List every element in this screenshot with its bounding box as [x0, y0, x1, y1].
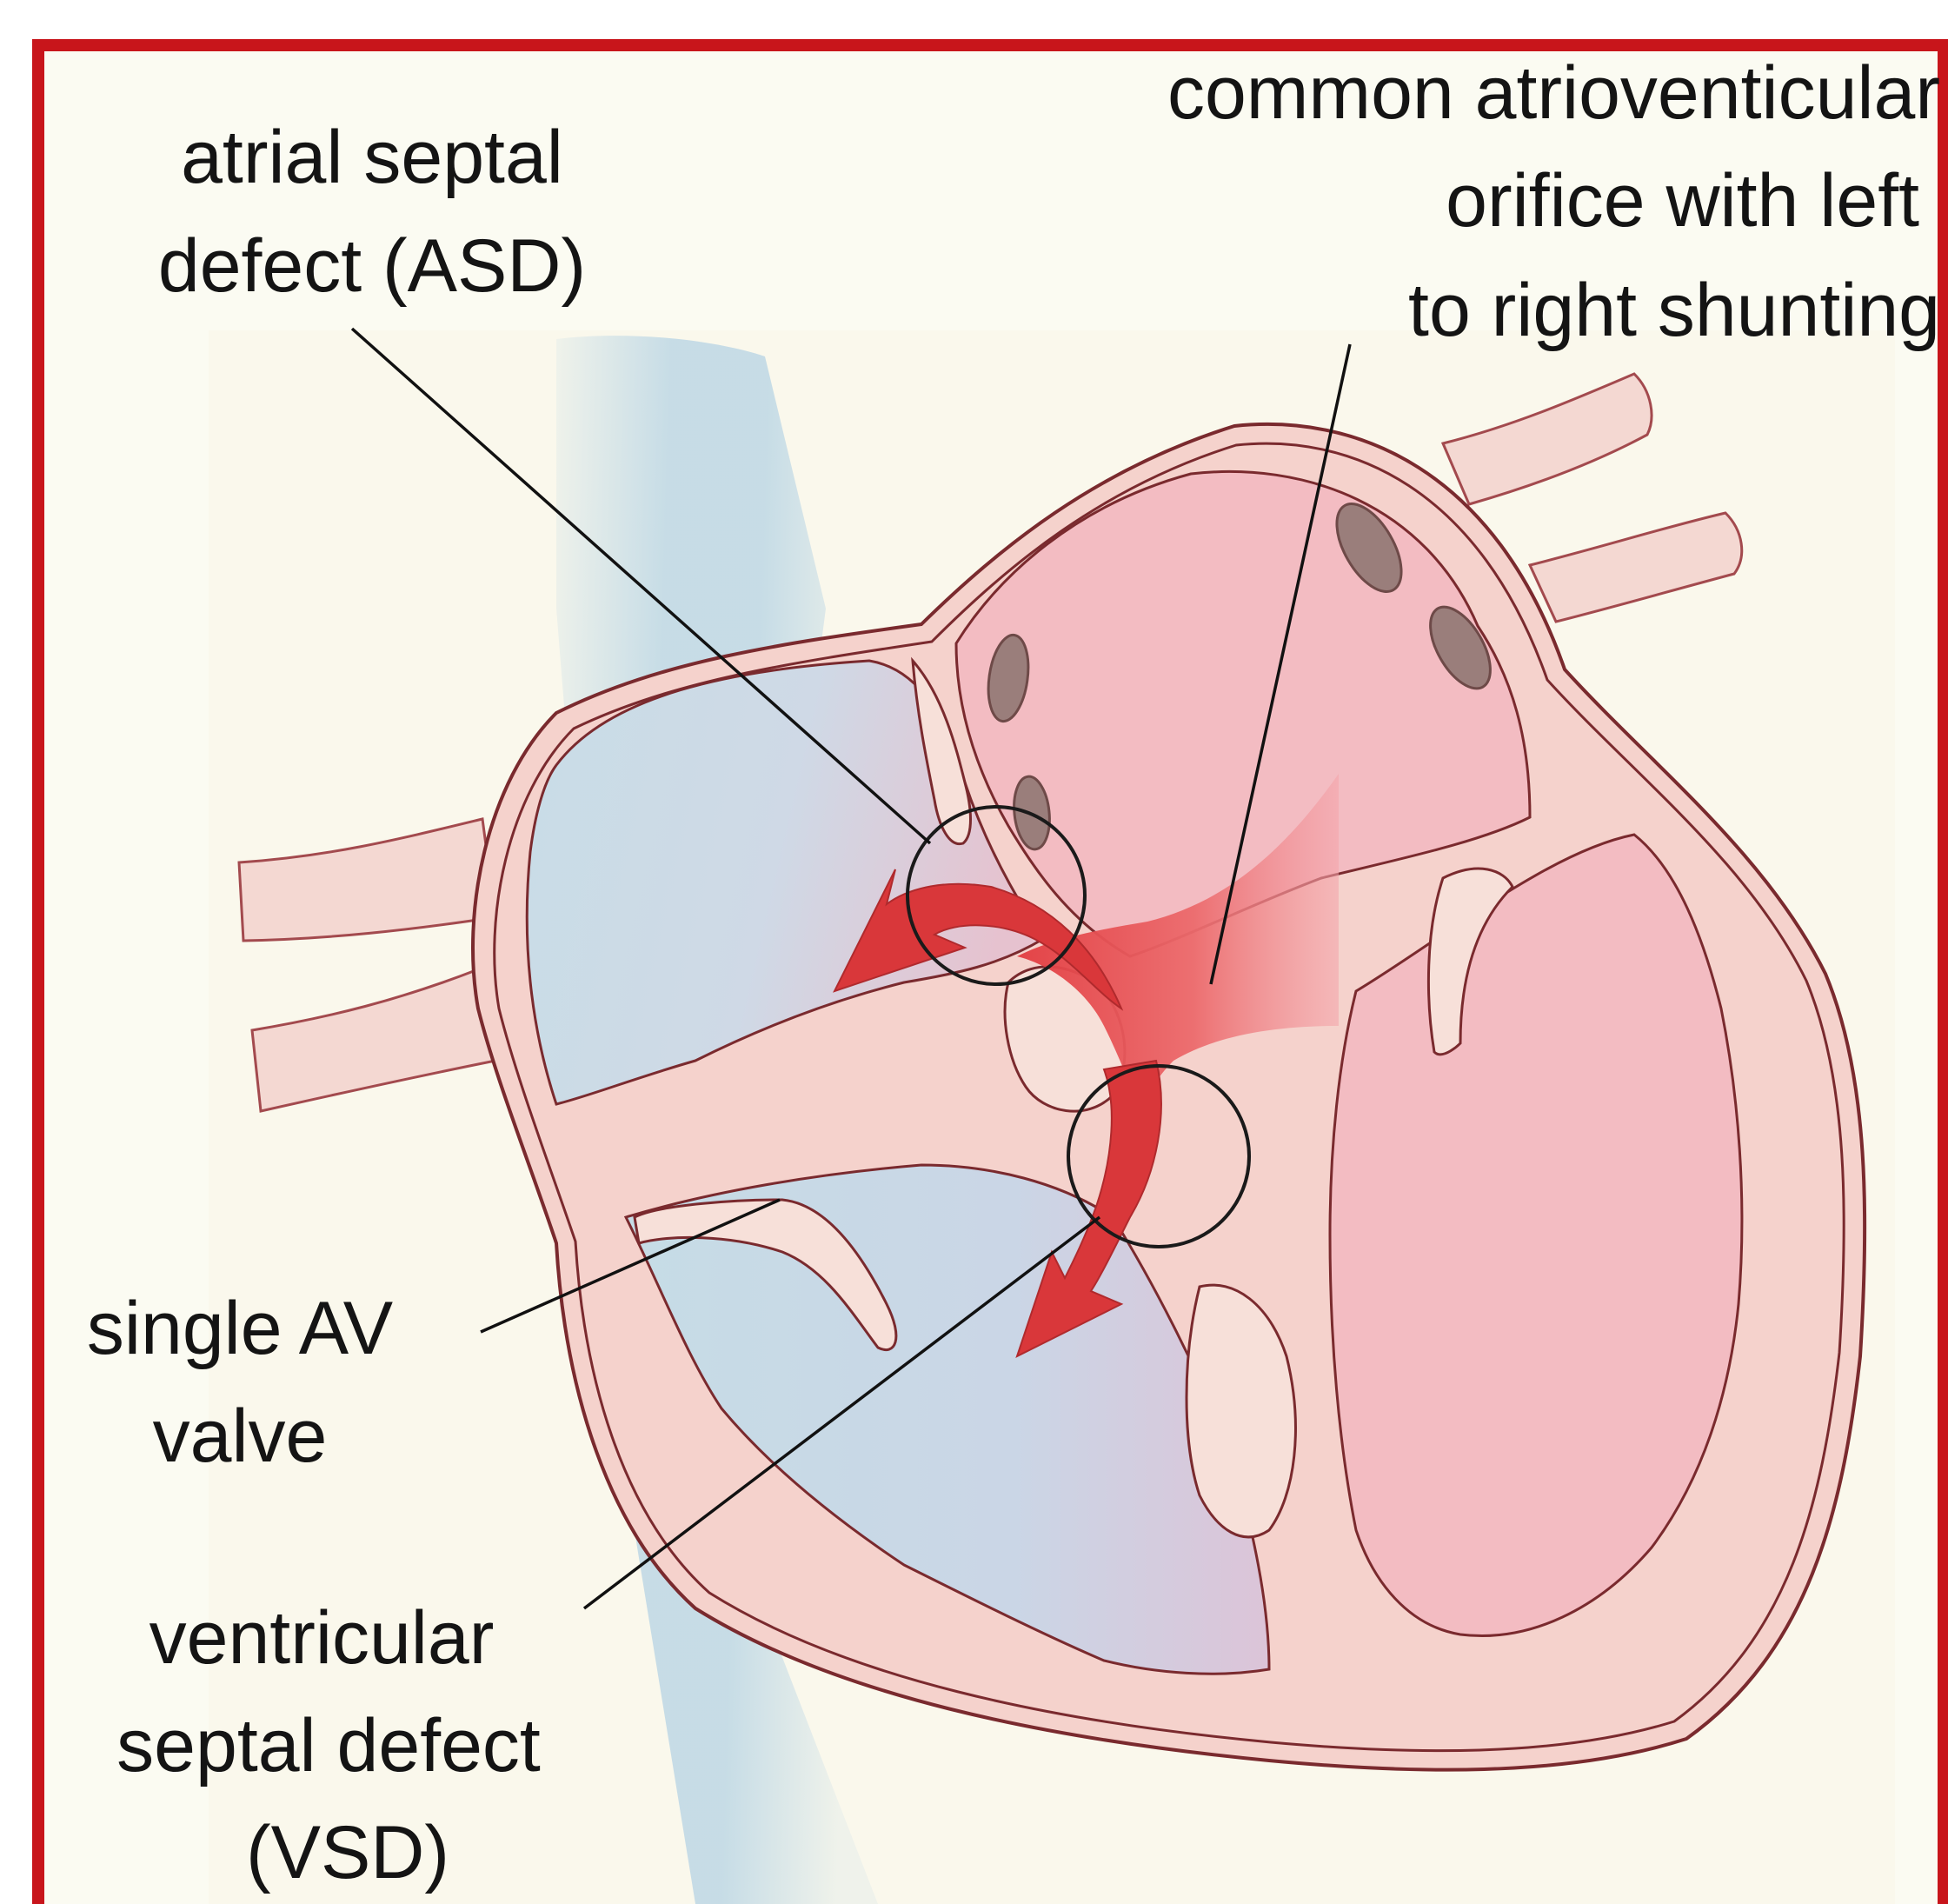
vsd-label-line1: ventricular: [150, 1596, 495, 1680]
single-av-valve-label-line2: valve: [153, 1395, 328, 1478]
common-av-orifice-label-line3: to right shunting: [1408, 269, 1940, 352]
asd-label-line2: defect (ASD): [158, 224, 586, 308]
vsd-label-line3: (VSD): [246, 1811, 449, 1894]
asd-label-line1: atrial septal: [181, 116, 563, 199]
common-av-orifice-label-line2: orifice with left: [1446, 159, 1919, 243]
common-av-orifice-label-line1: common atrioventicular: [1167, 51, 1940, 135]
single-av-valve-label-line1: single AV: [87, 1287, 393, 1370]
vsd-label-line2: septal defect: [116, 1704, 541, 1787]
